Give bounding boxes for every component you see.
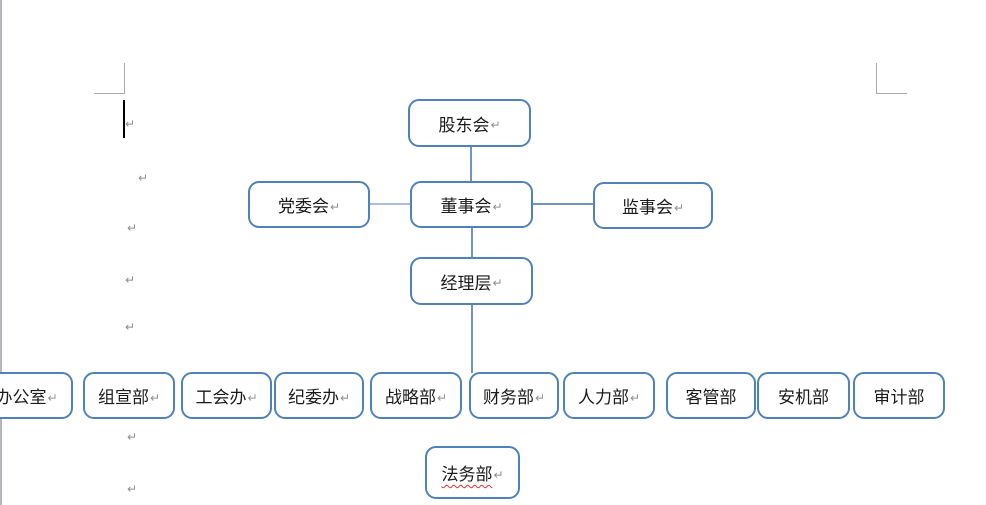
org-node-finance-dept[interactable]: 财务部↵	[469, 372, 559, 419]
paragraph-mark-icon: ↵	[339, 390, 351, 405]
paragraph-mark-icon: ↵	[47, 390, 58, 405]
paragraph-mark-icon: ↵	[125, 273, 136, 287]
paragraph-mark-icon: ↵	[138, 171, 149, 185]
paragraph-mark-icon: ↵	[492, 199, 503, 214]
org-node-label: 工会办	[195, 388, 247, 407]
connector-board-of-directors-to-management-level	[471, 228, 473, 257]
connector-management-level-to-departments-row	[471, 305, 473, 373]
connector-board-of-directors-to-supervisory-board	[533, 203, 593, 205]
org-node-org-publicity-dept[interactable]: 组宣部↵	[83, 372, 175, 419]
org-node-strategy-dept[interactable]: 战略部↵	[370, 372, 462, 419]
paragraph-mark-icon: ↵	[127, 221, 138, 235]
paragraph-mark-icon: ↵	[492, 276, 503, 290]
org-node-discipline-office[interactable]: 纪委办↵	[274, 372, 364, 419]
org-node-safety-equipment-dept[interactable]: 安机部	[757, 372, 850, 419]
paragraph-mark-icon: ↵	[247, 390, 258, 405]
paragraph-mark-icon: ↵	[629, 390, 641, 405]
paragraph-mark-icon: ↵	[149, 390, 161, 405]
paragraph-mark-icon: ↵	[436, 390, 448, 405]
org-node-label: 法务部	[441, 465, 493, 484]
paragraph-mark-icon: ↵	[490, 118, 501, 132]
connector-party-committee-to-board-of-directors	[370, 203, 410, 205]
org-node-customer-mgmt-dept[interactable]: 客管部	[666, 372, 756, 419]
org-node-label: 战略部	[384, 388, 436, 407]
org-node-management-level[interactable]: 经理层↵	[410, 257, 533, 305]
org-node-party-committee[interactable]: 党委会↵	[248, 181, 370, 228]
paragraph-mark-icon: ↵	[125, 117, 136, 131]
paragraph-mark-icon: ↵	[673, 200, 685, 215]
connector-shareholders-meeting-to-board-of-directors	[470, 147, 472, 181]
paragraph-mark-icon: ↵	[127, 482, 138, 496]
org-node-hr-dept[interactable]: 人力部↵	[563, 372, 655, 419]
org-node-label: 监事会	[621, 198, 673, 217]
paragraph-mark-icon: ↵	[493, 467, 504, 482]
org-node-label: 财务部	[482, 388, 534, 407]
org-node-label: 审计部	[873, 388, 925, 407]
org-node-label: 组宣部	[97, 388, 149, 407]
org-node-legal-dept[interactable]: 法务部↵	[425, 446, 520, 499]
page-left-edge	[0, 0, 2, 505]
paragraph-mark-icon: ↵	[329, 199, 341, 214]
org-node-supervisory-board[interactable]: 监事会↵	[593, 182, 713, 229]
org-node-label: 人力部	[577, 388, 629, 407]
org-node-general-office[interactable]: 办公室↵	[0, 372, 73, 419]
org-node-label: 经理层	[440, 273, 492, 293]
org-node-label: 党委会	[277, 197, 329, 216]
org-node-labor-union-office[interactable]: 工会办↵	[181, 372, 272, 419]
org-node-label: 股东会	[438, 115, 490, 135]
paragraph-mark-icon: ↵	[534, 390, 546, 405]
org-node-audit-dept[interactable]: 审计部	[853, 372, 945, 419]
margin-corner-mark-left	[94, 63, 125, 94]
paragraph-mark-icon: ↵	[125, 320, 136, 334]
org-node-shareholders-meeting[interactable]: 股东会↵	[408, 99, 531, 147]
org-node-label: 安机部	[778, 388, 829, 407]
paragraph-mark-icon: ↵	[127, 430, 138, 444]
org-node-label: 办公室	[0, 388, 47, 407]
org-node-board-of-directors[interactable]: 董事会↵	[410, 181, 533, 228]
margin-corner-mark-right	[876, 63, 907, 94]
org-node-label: 纪委办	[287, 388, 339, 407]
text-cursor	[123, 100, 125, 138]
org-node-label: 客管部	[685, 388, 737, 407]
org-node-label: 董事会	[440, 197, 492, 216]
